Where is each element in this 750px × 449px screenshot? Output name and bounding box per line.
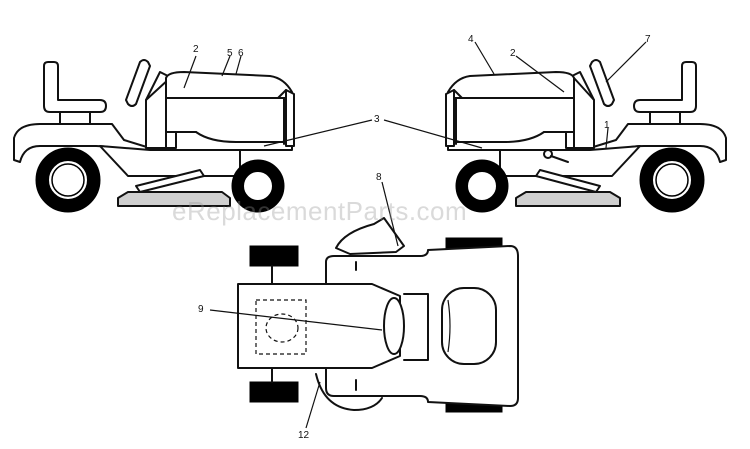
top-mower-front-wheel-lower [249,381,299,403]
callout-2-right: 2 [510,48,516,59]
top-mower-front-wheel-upper [249,245,299,267]
right-mower-hood-side [447,97,575,143]
callout-lines [183,41,647,429]
left-mower-steering-wheel [125,59,151,107]
left-mower-hood-side [165,97,293,143]
watermark: eReplacementParts.com [172,196,467,226]
callout-9: 9 [198,304,204,315]
callout-1: 1 [604,120,610,131]
callout-12: 12 [298,430,310,441]
callout-4: 4 [468,34,474,45]
callout-5: 5 [227,48,233,59]
top-mower-hood [237,283,401,369]
left-mower-seat [43,61,107,113]
top-mower-decal-area [255,299,307,355]
right-mower-seat [633,61,697,113]
callout-labels: 2 5 6 3 4 2 7 1 8 9 12 [193,34,651,441]
callout-3: 3 [374,114,380,125]
right-mower-deck [515,191,621,207]
right-mower-steering-wheel [589,59,615,107]
callout-6: 6 [238,48,244,59]
left-mower-deck [117,191,231,207]
top-mower-discharge-chute [335,217,405,255]
top-mower-seat [441,287,497,365]
top-mower-steering [383,297,405,355]
callout-7: 7 [645,34,651,45]
callout-8: 8 [376,172,382,183]
left-mower-side-view [13,59,295,213]
right-mower-side-view [445,59,727,213]
top-mower-top-view [237,217,519,413]
callout-2-left: 2 [193,44,199,55]
